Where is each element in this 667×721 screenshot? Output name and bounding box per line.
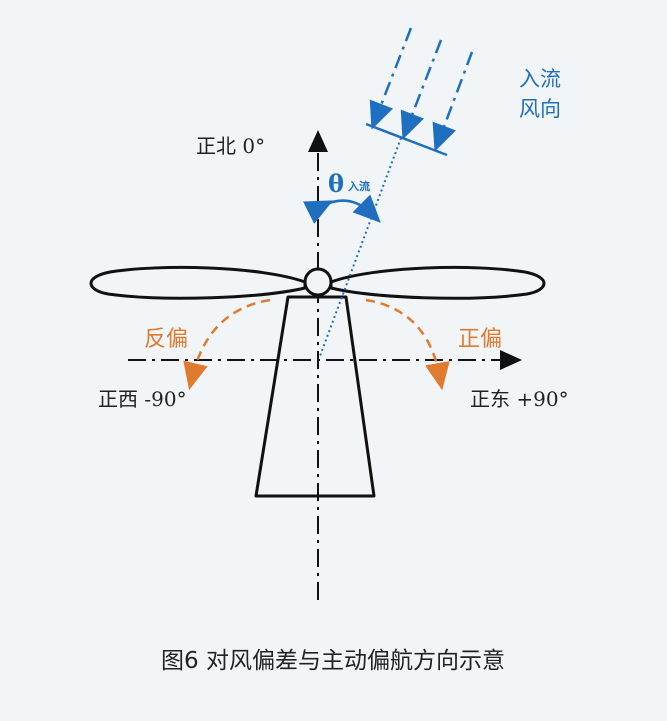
inflow-wavefront bbox=[365, 122, 448, 157]
theta-subscript: 入流 bbox=[348, 179, 370, 193]
inflow-label-line2: 风向 bbox=[519, 97, 561, 121]
positive-yaw-label: 正偏 bbox=[458, 327, 502, 352]
theta-symbol: θ bbox=[328, 169, 344, 198]
blade-left bbox=[89, 265, 307, 300]
inflow-arrow-1 bbox=[369, 27, 413, 130]
tower bbox=[254, 295, 376, 498]
inflow-direction-line bbox=[319, 137, 402, 357]
positive-yaw-arrow bbox=[365, 298, 450, 391]
figure-caption: 图6 对风偏差与主动偏航方向示意 bbox=[161, 648, 505, 674]
negative-yaw-label: 反偏 bbox=[144, 327, 188, 352]
rotor-hub bbox=[303, 267, 333, 297]
north-label: 正北 0° bbox=[196, 134, 265, 158]
east-label: 正东 +90° bbox=[470, 387, 569, 411]
negative-yaw-arrow bbox=[183, 298, 271, 391]
inflow-arrow-3 bbox=[432, 51, 474, 152]
inflow-arrow-2 bbox=[400, 39, 443, 140]
blade-right bbox=[329, 265, 546, 300]
theta-angle-arc bbox=[302, 194, 381, 224]
inflow-label-line1: 入流 bbox=[519, 67, 561, 91]
west-label: 正西 -90° bbox=[98, 387, 187, 411]
